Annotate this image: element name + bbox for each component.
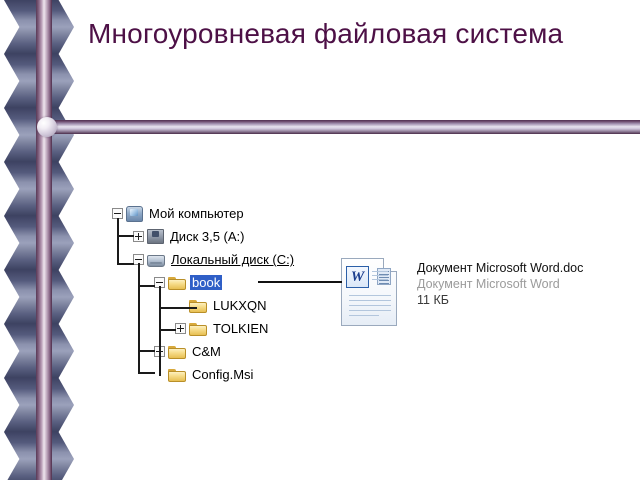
word-document-icon[interactable]: W bbox=[341, 258, 397, 326]
helix-rod-segment bbox=[36, 459, 52, 480]
tree-connector-line bbox=[159, 307, 197, 309]
helix-rod-segment bbox=[36, 54, 52, 81]
tree-node-label-tolkien[interactable]: TOLKIEN bbox=[213, 321, 269, 336]
tree-node-label-book[interactable]: book bbox=[190, 275, 223, 290]
tree-row[interactable]: book bbox=[112, 271, 362, 294]
helix-rod-segment bbox=[36, 216, 52, 243]
tree-node-label-my-computer[interactable]: Мой компьютер bbox=[149, 206, 244, 221]
helix-rod-segment bbox=[36, 0, 52, 27]
helix-rod-segment bbox=[36, 297, 52, 324]
tree-connector-line bbox=[138, 372, 155, 374]
tree-connector-line bbox=[138, 263, 140, 287]
folder-icon bbox=[168, 345, 186, 359]
tree-connector-line bbox=[138, 285, 155, 287]
book-to-document-connector bbox=[258, 281, 342, 283]
helix-rod-segment bbox=[36, 351, 52, 378]
tree-row[interactable]: TOLKIEN bbox=[112, 317, 362, 340]
document-name: Документ Microsoft Word.doc bbox=[417, 261, 584, 275]
tree-node-label-c-and-m[interactable]: C&M bbox=[192, 344, 221, 359]
helix-rod-segment bbox=[36, 162, 52, 189]
drive-icon bbox=[147, 254, 165, 267]
helix-rod-segment bbox=[36, 432, 52, 459]
tree-expander-spacer bbox=[175, 300, 186, 311]
document-type: Документ Microsoft Word bbox=[417, 277, 560, 291]
tree-node-label-config-msi[interactable]: Config.Msi bbox=[192, 367, 254, 382]
computer-icon bbox=[126, 205, 143, 222]
tree-row[interactable]: Локальный диск (C:) bbox=[112, 248, 362, 271]
helix-rod-segment bbox=[36, 189, 52, 216]
helix-rod-segment bbox=[36, 270, 52, 297]
tree-connector-line bbox=[117, 263, 134, 265]
tree-expander-floppy-a[interactable] bbox=[133, 231, 144, 242]
helix-rod-segment bbox=[36, 378, 52, 405]
tree-node-label-local-disk-c[interactable]: Локальный диск (C:) bbox=[171, 252, 295, 267]
tree-connector-line bbox=[159, 329, 176, 331]
folder-icon bbox=[168, 368, 186, 382]
tree-node-label-lukxqn[interactable]: LUKXQN bbox=[213, 298, 267, 313]
page-title: Многоуровневая файловая система bbox=[88, 18, 564, 49]
helix-rod-segment bbox=[36, 405, 52, 432]
helix-rod-segment bbox=[36, 135, 52, 162]
tree-connector-line bbox=[117, 218, 119, 265]
tree-expander-tolkien[interactable] bbox=[175, 323, 186, 334]
tree-row[interactable]: Диск 3,5 (А:) bbox=[112, 225, 362, 248]
document-size: 11 КБ bbox=[417, 293, 449, 307]
helix-ribbon-decoration bbox=[0, 0, 78, 480]
tree-connector-line bbox=[138, 286, 140, 374]
bullet-sphere-icon bbox=[37, 117, 57, 137]
tree-row[interactable]: LUKXQN bbox=[112, 294, 362, 317]
document-details: Документ Microsoft Word.doc Документ Mic… bbox=[417, 260, 631, 308]
word-w-badge: W bbox=[346, 266, 369, 288]
tree-row[interactable]: Мой компьютер bbox=[112, 202, 362, 225]
folder-icon bbox=[189, 299, 207, 313]
helix-rod-segment bbox=[36, 324, 52, 351]
tree-connector-line bbox=[117, 235, 134, 237]
floppy-icon bbox=[147, 229, 164, 244]
title-divider bbox=[52, 120, 640, 134]
folder-icon bbox=[189, 322, 207, 336]
tree-connector-line bbox=[138, 350, 155, 352]
helix-rod-segment bbox=[36, 81, 52, 108]
tree-row[interactable]: Config.Msi bbox=[112, 363, 362, 386]
tree-connector-line bbox=[159, 286, 161, 376]
helix-rod-segment bbox=[36, 27, 52, 54]
folder-icon bbox=[168, 276, 186, 290]
tree-node-label-floppy-a[interactable]: Диск 3,5 (А:) bbox=[170, 229, 245, 244]
helix-rod-segment bbox=[36, 243, 52, 270]
